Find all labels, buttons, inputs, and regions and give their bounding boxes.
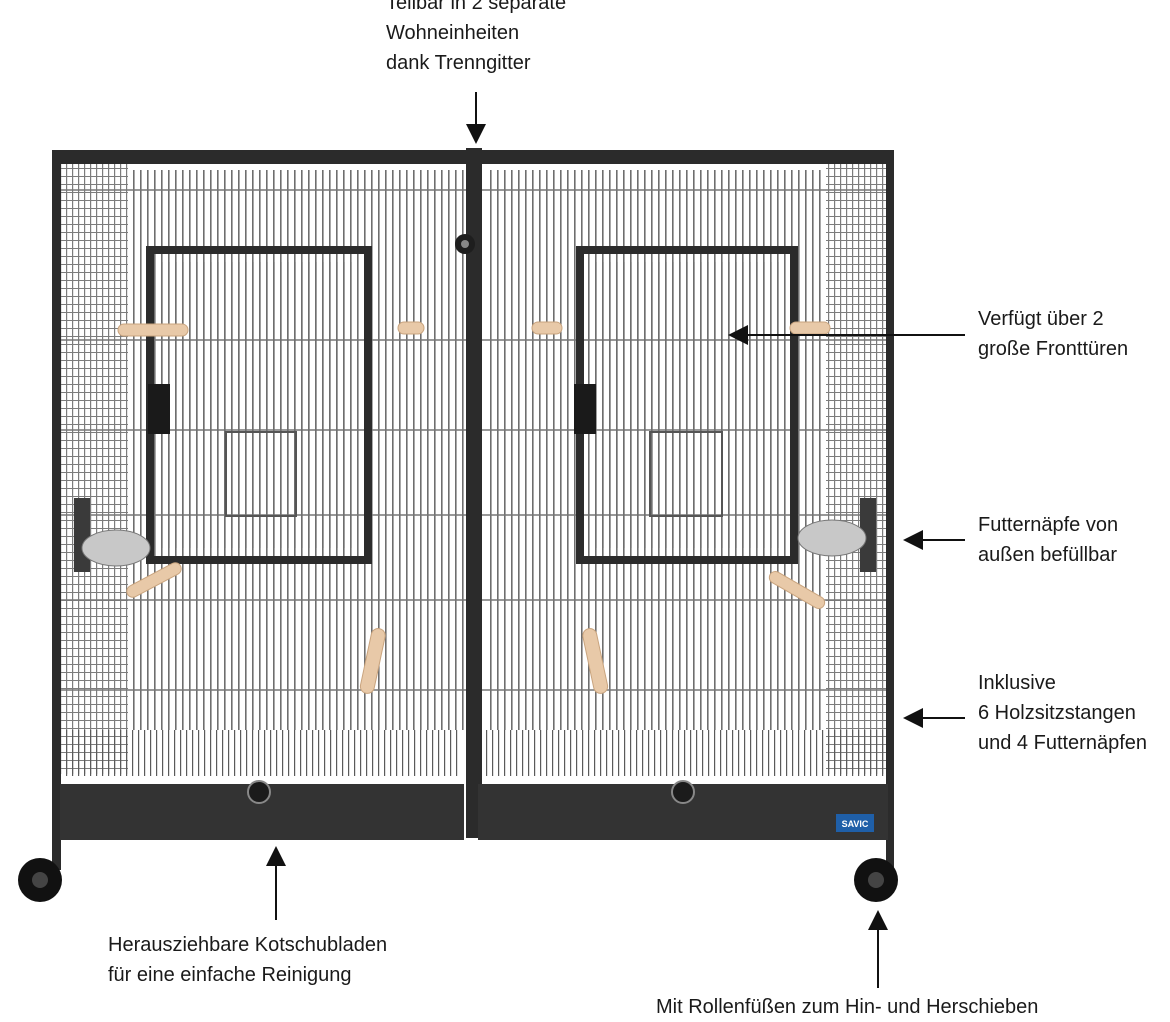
brand-plate-text: SAVIC — [842, 819, 869, 829]
annotation-line: Mit Rollenfüßen zum Hin- und Herschieben — [656, 996, 1039, 1018]
annotation-line: Teilbar in 2 separate — [386, 0, 567, 14]
wheels-annotation: Mit Rollenfüßen zum Hin- und Herschieben — [656, 992, 1038, 1022]
annotation-line: und 4 Futternäpfen — [978, 732, 1148, 754]
annotation-line: Inklusive — [978, 672, 1056, 694]
left-front-post — [52, 150, 61, 870]
floor-grid-left — [62, 730, 462, 776]
wooden-perches — [117, 321, 831, 694]
annotation-arrows — [266, 92, 965, 988]
annotation-line: 6 Holzsitzstangen — [978, 702, 1136, 724]
feeder-bowls — [74, 498, 876, 572]
annotation-line: dank Trenngitter — [386, 52, 531, 74]
left-front-door — [146, 246, 372, 564]
drawers-annotation: Herausziehbare Kotschubladen für eine ei… — [108, 930, 387, 990]
center-divider-post — [466, 148, 482, 838]
annotation-line: Futternäpfe von — [978, 514, 1119, 536]
right-front-post — [886, 150, 894, 870]
doors-annotation: Verfügt über 2 große Fronttüren — [978, 304, 1128, 364]
right-side-panel — [826, 164, 888, 774]
brand-plate — [836, 814, 874, 832]
annotation-line: Herausziehbare Kotschubladen — [108, 934, 388, 956]
annotation-line: für eine einfache Reinigung — [108, 964, 352, 986]
annotation-line: Verfügt über 2 — [978, 308, 1104, 330]
feeders-annotation: Futternäpfe von außen befüllbar — [978, 510, 1118, 570]
annotation-line: große Fronttüren — [978, 338, 1129, 360]
right-front-door — [574, 246, 798, 564]
dropping-drawers — [60, 780, 888, 840]
right-leg — [886, 840, 894, 870]
left-side-panel — [58, 164, 128, 774]
divider-annotation: Teilbar in 2 separate Wohneinheiten dank… — [386, 0, 566, 78]
floor-grid-right — [484, 730, 886, 776]
annotation-line: Wohneinheiten — [386, 22, 520, 44]
annotation-line: außen befüllbar — [978, 544, 1117, 566]
accessories-annotation: Inklusive 6 Holzsitzstangen und 4 Futter… — [978, 668, 1147, 758]
left-leg — [52, 840, 60, 870]
